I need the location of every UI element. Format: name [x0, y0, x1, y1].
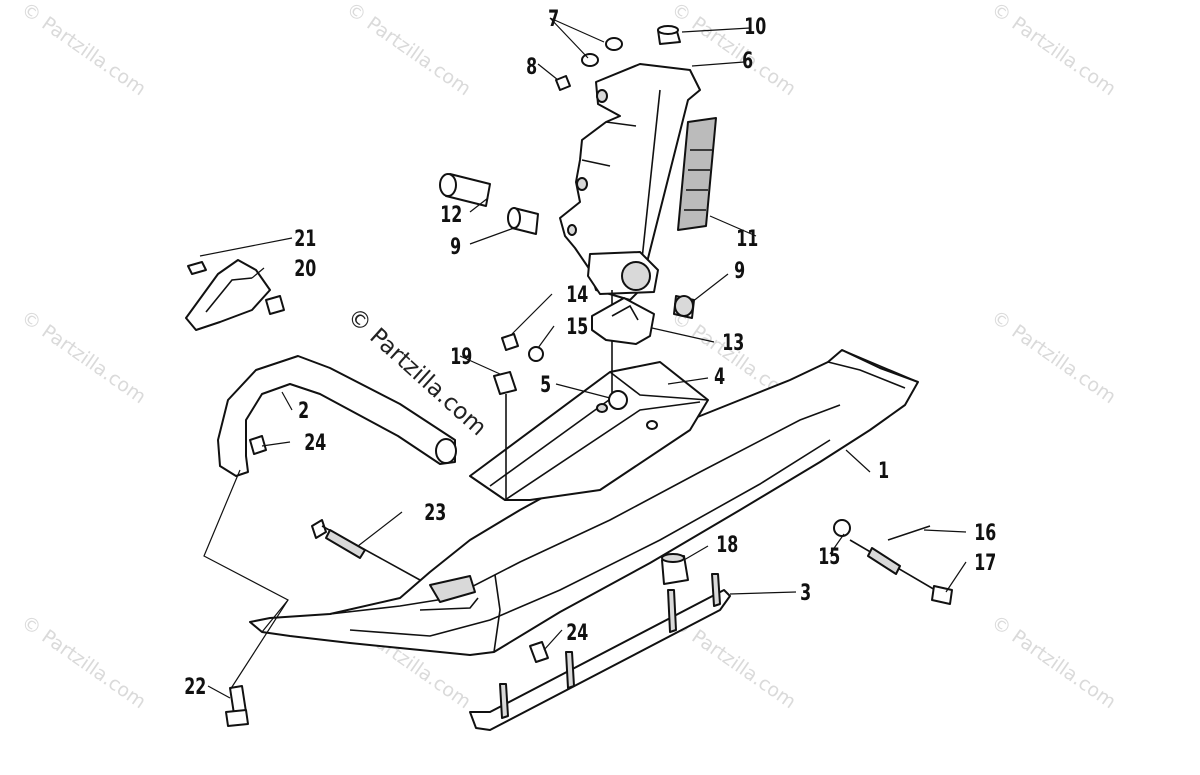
- leader-lines: [199, 17, 967, 699]
- nut-part-24-upper: [249, 435, 267, 455]
- watermark-tile: © Partzilla.com: [17, 0, 150, 100]
- bushing-part-9-lower: [673, 295, 695, 319]
- decal-part-11: [677, 117, 717, 231]
- wear-bar-part-3: [469, 573, 731, 731]
- callout-label: 3: [800, 579, 811, 605]
- callout-label: 11: [736, 225, 758, 251]
- watermark-tile: © Partzilla.com: [987, 306, 1120, 408]
- callout-label: 9: [734, 257, 745, 283]
- callout-label: 21: [294, 225, 316, 251]
- callout-label: 19: [450, 343, 472, 369]
- callout-label: 17: [974, 549, 996, 575]
- callout-label: 9: [450, 233, 461, 259]
- callout-label: 2: [298, 397, 309, 423]
- ski-saddle-part-4: [469, 361, 709, 501]
- watermark-tile: © Partzilla.com: [17, 306, 150, 408]
- watermark-tile: © Partzilla.com: [342, 0, 475, 100]
- watermark-tile: © Partzilla.com: [987, 0, 1120, 100]
- bushing-part-9-upper: [507, 207, 539, 235]
- callout-label: 6: [742, 47, 753, 73]
- watermark-tile: © Partzilla.com: [17, 611, 150, 713]
- nut-part-24-lower: [529, 641, 549, 663]
- callout-label: 10: [744, 13, 766, 39]
- ski-part-1: [249, 349, 919, 656]
- fitting-part-8: [555, 75, 571, 91]
- pin-part-16: [887, 525, 931, 541]
- spindle-assembly: [559, 63, 701, 301]
- bolt-part-23: [311, 519, 421, 581]
- callout-label: 24: [304, 429, 326, 455]
- callout-label: 14: [566, 281, 588, 307]
- callout-label: 15: [818, 543, 840, 569]
- watermark-tile: © Partzilla.com: [987, 611, 1120, 713]
- guard-part-20-21: [185, 259, 285, 331]
- callout-label: 4: [714, 363, 725, 389]
- washer-part-5: [608, 390, 628, 410]
- nut-part-19: [493, 371, 517, 500]
- bumper-part-13: [591, 297, 655, 345]
- callout-label: 18: [716, 531, 738, 557]
- callout-bracket-2-22: [203, 469, 289, 691]
- callout-label: 22: [184, 673, 206, 699]
- callout-label: 12: [440, 201, 462, 227]
- bolt-part-22: [225, 685, 249, 727]
- callout-labels: 1 2 3 4 5 6 7 8 9 9 10 11 12 13 14 15 15…: [184, 5, 996, 699]
- bolt-part-17: [849, 539, 953, 605]
- callout-label: 1: [878, 457, 889, 483]
- callout-label: 5: [540, 371, 551, 397]
- callout-label: 13: [722, 329, 744, 355]
- callout-label: 24: [566, 619, 588, 645]
- callout-label: 15: [566, 313, 588, 339]
- cap-part-10: [657, 25, 681, 45]
- handle-part-2: [217, 355, 457, 477]
- washers-part-7: [581, 37, 623, 67]
- nut-part-14: [501, 333, 519, 351]
- callout-label: 7: [548, 5, 559, 31]
- callout-label: 20: [294, 255, 316, 281]
- callout-label: 23: [424, 499, 446, 525]
- callout-label: 16: [974, 519, 996, 545]
- callout-label: 8: [526, 53, 537, 79]
- bushing-part-18: [661, 553, 689, 585]
- spacer-part-12: [439, 173, 491, 207]
- washer-part-15: [528, 346, 851, 537]
- callout-bracket-ski: [261, 599, 289, 633]
